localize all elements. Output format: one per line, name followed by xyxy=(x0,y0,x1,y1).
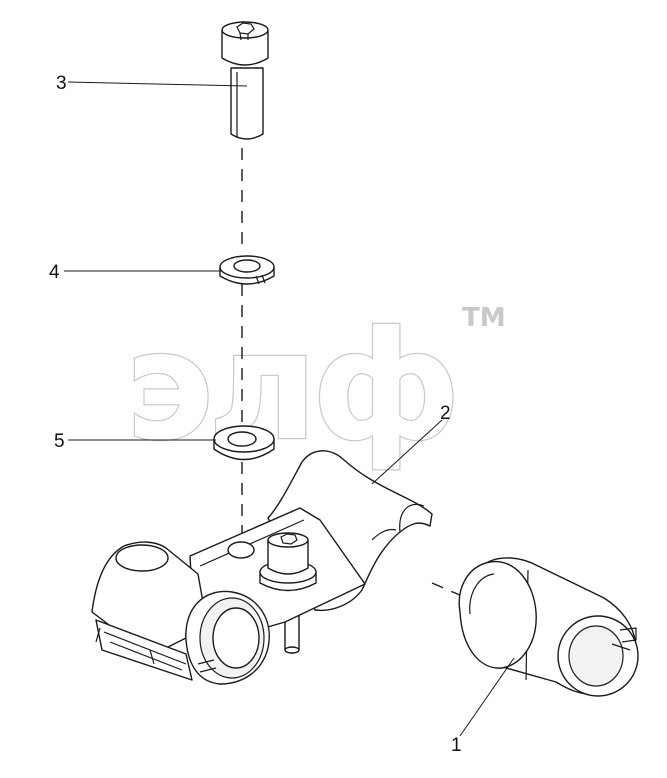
leader-lines xyxy=(64,81,515,737)
leader-3 xyxy=(67,81,248,87)
part-1-flanged-sleeve xyxy=(458,557,639,697)
part-3-cap-screw xyxy=(221,21,269,140)
callout-5: 5 xyxy=(54,431,65,452)
assembly-axis-sleeve xyxy=(431,582,463,597)
watermark-text: элф xyxy=(125,300,455,474)
callout-4: 4 xyxy=(49,262,60,283)
watermark-logo: элф TM xyxy=(124,299,506,476)
callout-3: 3 xyxy=(56,73,67,94)
callout-2: 2 xyxy=(440,403,451,424)
leader-1 xyxy=(459,657,515,737)
part-2-double-clamp xyxy=(91,450,433,685)
leader-2 xyxy=(371,419,443,485)
part-4-lock-washer xyxy=(219,255,275,285)
callout-labels: 3 4 5 2 1 xyxy=(49,73,462,756)
part-5-flat-washer xyxy=(213,425,275,461)
callout-1: 1 xyxy=(451,735,462,756)
watermark-trademark: TM xyxy=(462,303,506,333)
